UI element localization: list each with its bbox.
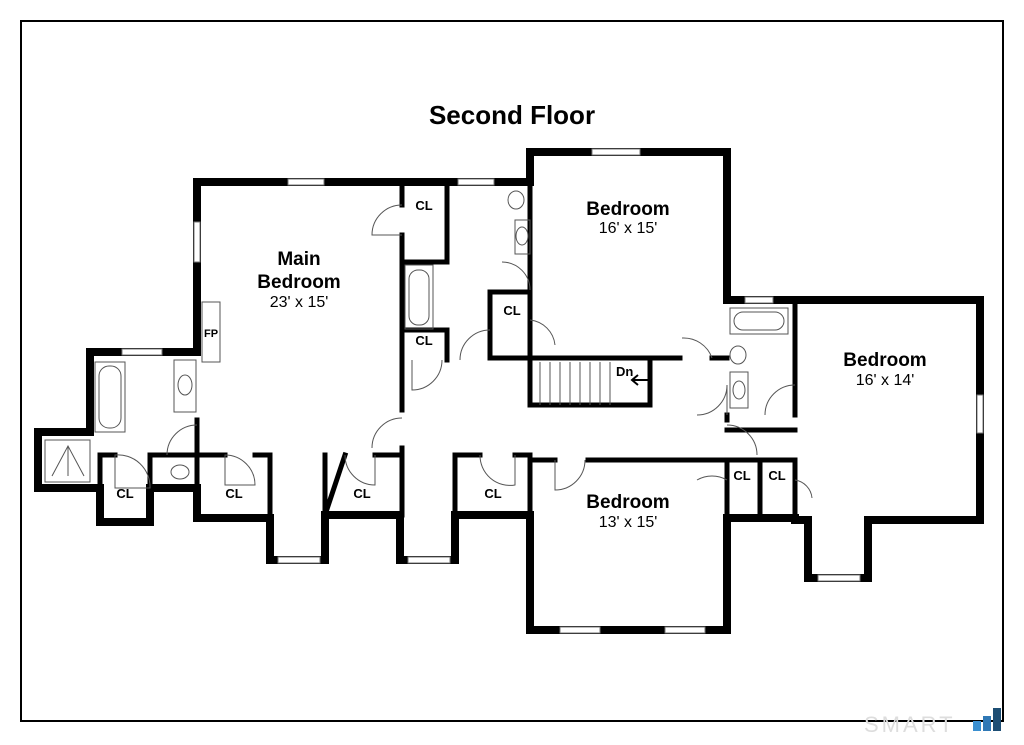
bedroom-a-dims: 16' x 15' [599,220,658,237]
windows [121,148,984,634]
fireplace-label: FP [204,328,218,340]
closet-label: CL [116,486,133,501]
main-bedroom-label-2: Bedroom [257,272,340,293]
bedroom-a-label: Bedroom [586,199,669,220]
bedroom-c-label: Bedroom [586,492,669,513]
smart-mls-watermark: SMART [864,708,1001,737]
stairs-label: Dn [616,364,633,379]
interior-walls [97,179,798,521]
arrow-left-icon [630,374,648,386]
bedroom-b-label: Bedroom [843,350,926,371]
closet-label: CL [484,486,501,501]
bedroom-c-dims: 13' x 15' [599,514,658,531]
bedroom-b-dims: 16' x 14' [856,372,915,389]
staircase [539,362,648,405]
closet-label: CL [353,486,370,501]
svg-text:SMART: SMART [864,712,956,737]
main-bedroom-dims: 23' x 15' [270,294,329,311]
doors [114,204,813,499]
closet-label: CL [503,303,520,318]
floor-title: Second Floor [429,100,595,130]
closet-label: CL [225,486,242,501]
closet-label: CL [733,468,750,483]
bath-fixtures [44,190,789,483]
page-frame [20,20,1004,722]
main-bedroom-label-1: Main [277,249,320,270]
closet-label: CL [415,198,432,213]
closet-label: CL [415,333,432,348]
closet-label: CL [768,468,785,483]
